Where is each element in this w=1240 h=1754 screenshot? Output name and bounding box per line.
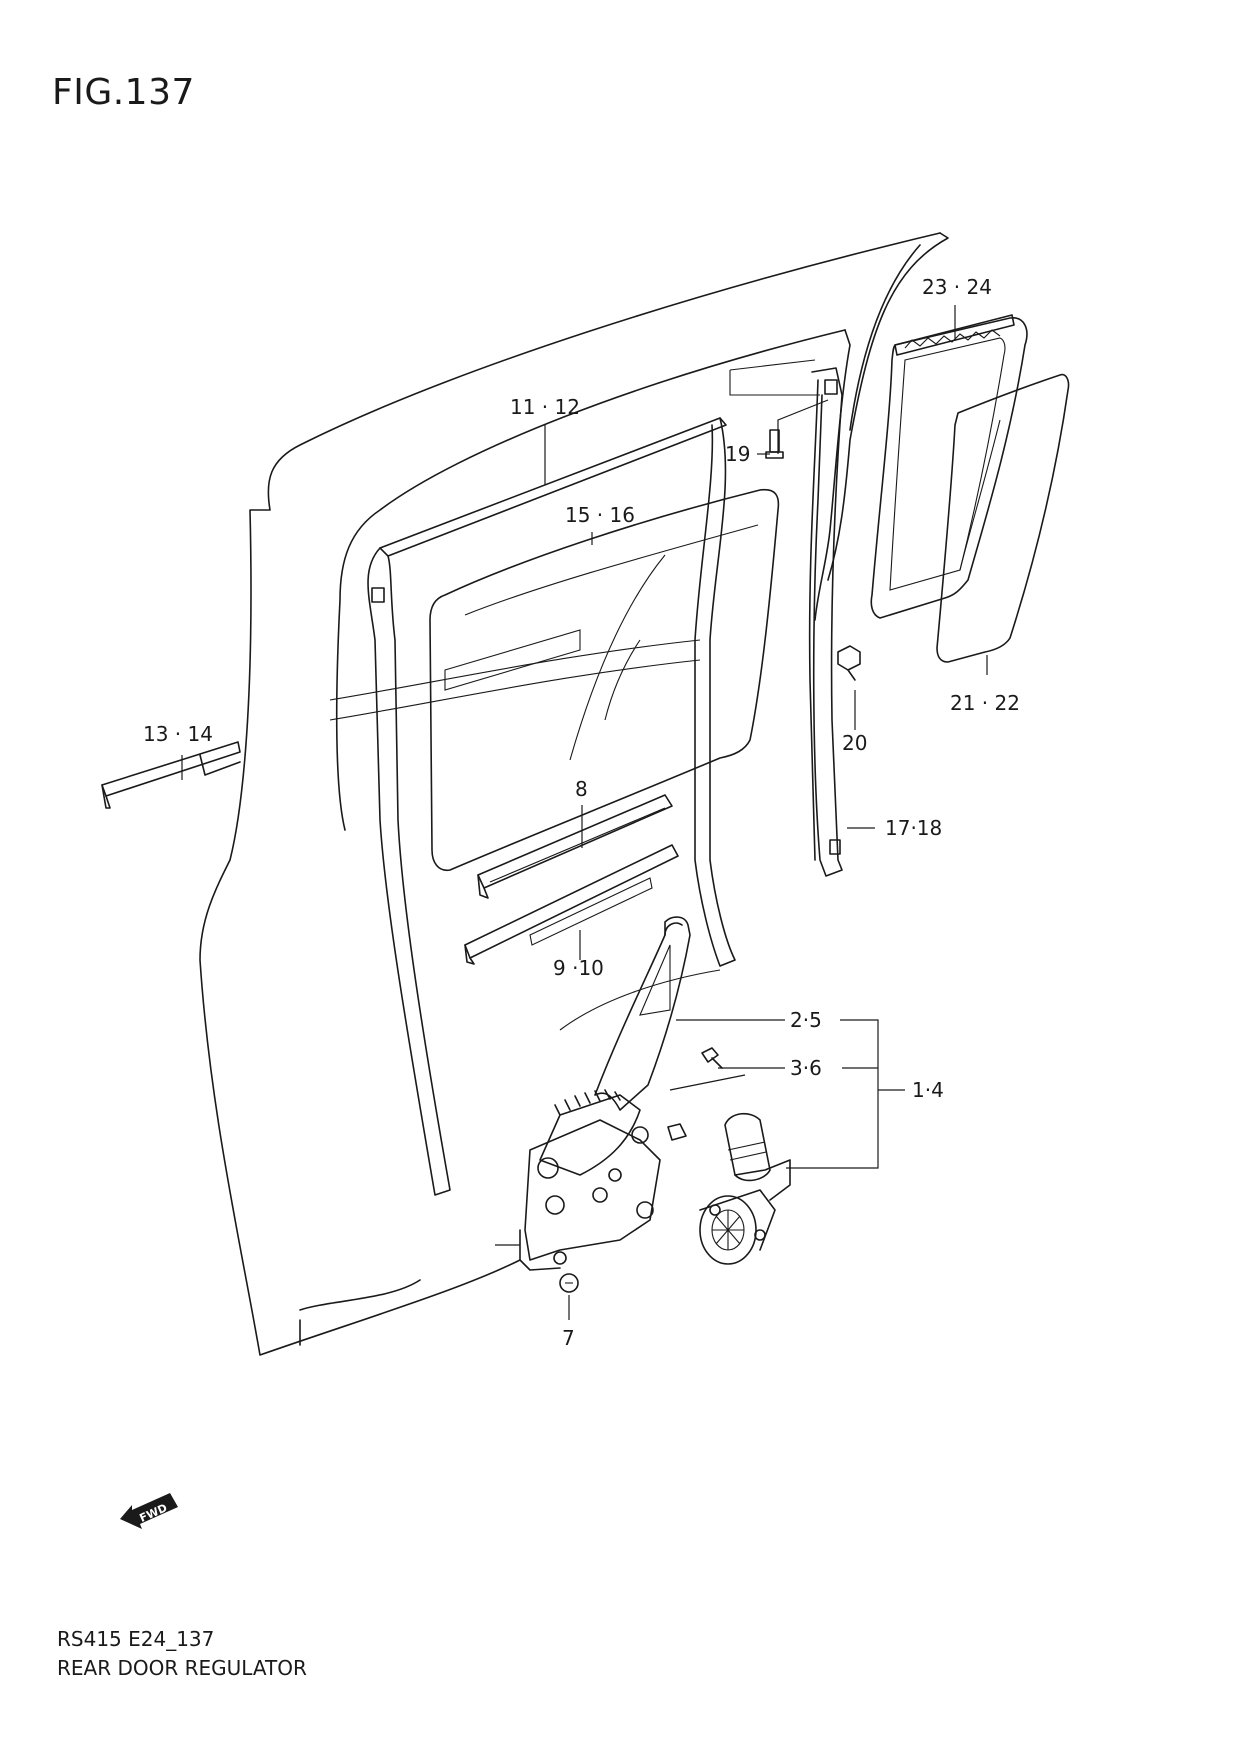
callout-3-6: 3·6 xyxy=(790,1056,822,1080)
callout-1-4: 1·4 xyxy=(912,1078,944,1102)
bolt-7 xyxy=(559,1273,579,1293)
callout-11-12: 11 · 12 xyxy=(510,395,580,419)
door-outer-panel xyxy=(199,232,949,1356)
door-glass xyxy=(429,488,780,872)
callout-2-5: 2·5 xyxy=(790,1008,822,1032)
callout-9-10: 9 ·10 xyxy=(553,956,604,980)
bolt-19 xyxy=(765,429,784,459)
inner-weatherstrip xyxy=(477,794,673,899)
run-channel-rear xyxy=(808,367,843,877)
callout-21-22: 21 · 22 xyxy=(950,691,1020,715)
forward-arrow-icon: FWD xyxy=(120,1493,178,1529)
callout-13-14: 13 · 14 xyxy=(143,722,213,746)
callout-19: 19 xyxy=(725,442,750,466)
outer-belt-weatherstrip xyxy=(464,844,679,965)
bolt-20 xyxy=(837,645,861,681)
figure-code: RS415 E24_137 xyxy=(57,1627,215,1651)
callout-15-16: 15 · 16 xyxy=(565,503,635,527)
callout-7: 7 xyxy=(562,1326,575,1350)
bolt-3-6 xyxy=(701,1047,723,1069)
callout-8: 8 xyxy=(575,777,588,801)
quarter-frame xyxy=(870,314,1028,619)
quarter-glass xyxy=(936,373,1070,663)
callout-20: 20 xyxy=(842,731,867,755)
callout-17-18: 17·18 xyxy=(885,816,942,840)
window-motor xyxy=(699,1112,791,1265)
outer-weatherstrip xyxy=(101,741,241,809)
run-channel-front xyxy=(367,417,736,1196)
figure-name: REAR DOOR REGULATOR xyxy=(57,1656,307,1680)
callout-23-24: 23 · 24 xyxy=(922,275,992,299)
regulator-assembly xyxy=(519,916,691,1271)
leader-lines xyxy=(181,305,988,1320)
figure-title: FIG.137 xyxy=(52,72,195,113)
inner-panel xyxy=(329,329,851,1031)
